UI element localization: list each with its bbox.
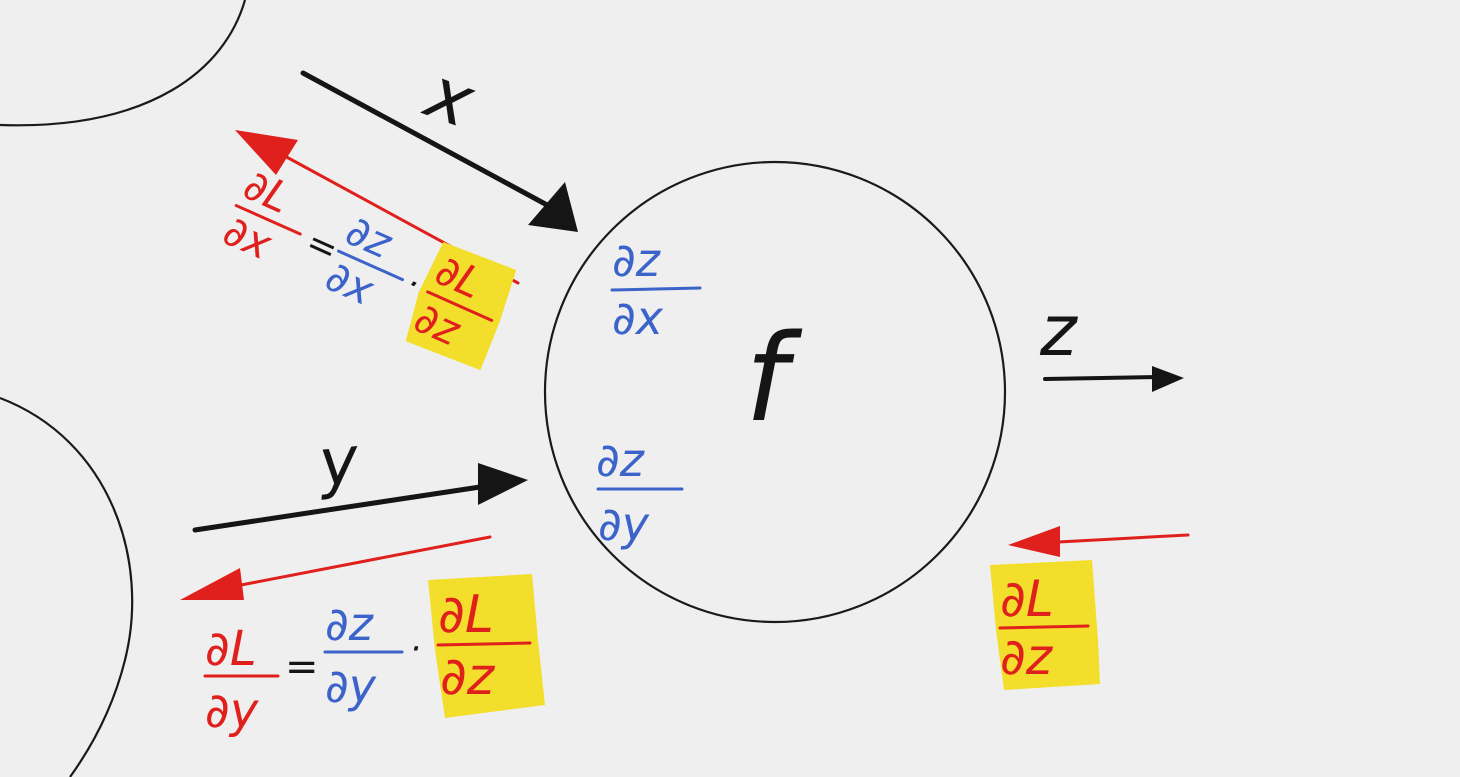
chain-rule-y-upstream-den: ∂z	[440, 647, 496, 707]
chain-rule-y-upstream-num: ∂L	[438, 585, 494, 645]
upstream-gradient-arrow	[1008, 526, 1190, 557]
chain-rule-x-local-bar	[337, 249, 405, 282]
local-gradient-y-den: ∂y	[598, 497, 650, 551]
gradient-x-arrowhead	[235, 130, 298, 175]
upstream-gradient: ∂L ∂z	[990, 560, 1100, 690]
input-x-label: x	[414, 50, 486, 145]
output-z-label: z	[1039, 290, 1079, 372]
upstream-gradient-bar	[998, 624, 1090, 630]
upstream-gradient-highlight	[990, 560, 1100, 690]
chain-rule-x-lhs-bar	[234, 204, 302, 236]
gradient-y-arrowhead	[180, 568, 244, 600]
local-gradient-y: ∂z ∂y	[596, 433, 684, 551]
output-z-arrowhead	[1152, 366, 1184, 392]
chain-rule-y-lhs-den: ∂y	[205, 683, 259, 739]
chain-rule-y-local-num: ∂z	[325, 597, 374, 651]
chain-rule-y-lhs-num: ∂L	[205, 621, 257, 677]
output-z-arrow	[1043, 366, 1184, 392]
chain-rule-y-equals: =	[285, 644, 319, 690]
local-gradient-x-num: ∂z	[612, 233, 661, 287]
chain-rule-y-upstream-bar	[436, 641, 532, 647]
upstream-gradient-den: ∂z	[1000, 628, 1054, 686]
chain-rule-y: ∂L ∂y = ∂z ∂y · ∂L ∂z	[203, 574, 545, 739]
chain-rule-x-upstream-bar	[426, 290, 494, 322]
local-gradient-y-num: ∂z	[596, 433, 645, 487]
local-gradient-x: ∂z ∂x	[610, 233, 702, 345]
input-x-arrow	[300, 70, 578, 232]
function-node	[543, 160, 1007, 624]
chain-rule-y-dot: ·	[410, 629, 421, 669]
gradient-y-arrow	[180, 535, 492, 600]
chain-rule-x: ∂L ∂x = ∂z ∂x · ∂L ∂z	[216, 160, 517, 371]
neighbor-node-top	[0, 0, 247, 127]
upstream-gradient-num: ∂L	[1000, 570, 1054, 628]
neighbor-node-bottom	[0, 396, 134, 777]
local-gradient-x-den: ∂x	[612, 291, 664, 345]
upstream-gradient-arrowhead	[1008, 526, 1060, 557]
function-label: f	[745, 310, 803, 449]
input-x-arrowhead	[528, 182, 578, 232]
input-y-arrowhead	[478, 463, 528, 505]
input-y-label: y	[313, 421, 363, 502]
local-gradient-x-bar	[610, 286, 702, 292]
chain-rule-y-local-den: ∂y	[325, 659, 377, 713]
chain-rule-y-highlight	[428, 574, 545, 718]
input-y-arrow	[192, 463, 528, 533]
